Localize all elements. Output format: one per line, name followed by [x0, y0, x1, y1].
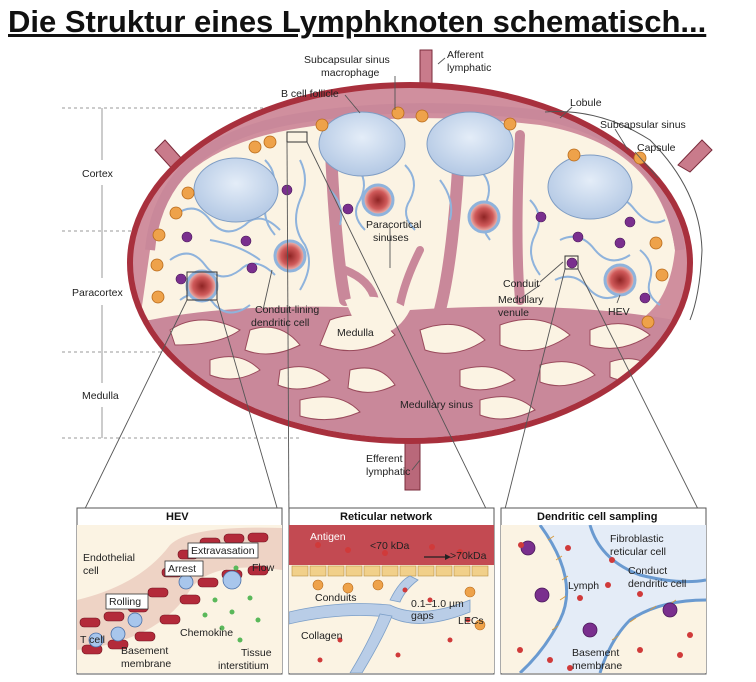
- afferent-label-1: Afferent: [447, 49, 484, 61]
- paracortical-sinuses-label-2: sinuses: [373, 232, 409, 244]
- zoom-box-dc: [564, 255, 579, 270]
- panel-dc-title: Dendritic cell sampling: [537, 511, 657, 523]
- hev-vessels: [185, 183, 637, 303]
- capsule-label: Capsule: [637, 142, 676, 154]
- subcapsular-macrophage-label-2: macrophage: [321, 67, 380, 79]
- b-cell-follicles: [193, 111, 633, 223]
- panel-hev: HEV: [76, 507, 283, 675]
- leader-lines: [76, 57, 707, 526]
- zoom-box-hev: [186, 271, 218, 301]
- dendritic-cells: [175, 184, 651, 304]
- dc-basement-label-1: Basement: [572, 647, 619, 659]
- afferent-label-2: lymphatic: [447, 62, 491, 74]
- lymph-label: Lymph: [568, 580, 599, 592]
- panel-hev-title: HEV: [166, 511, 189, 523]
- fibroblastic-label-1: Fibroblastic: [610, 533, 664, 545]
- page-title: Die Struktur eines Lymphknoten schematis…: [8, 4, 707, 39]
- medulla-zone-label: Medulla: [82, 390, 119, 402]
- hev-label: HEV: [608, 306, 630, 318]
- zoom-box-reticular: [286, 131, 308, 143]
- antigen-label: Antigen: [310, 531, 346, 543]
- lt70-label: <70 kDa: [370, 540, 410, 552]
- paracortex-label: Paracortex: [72, 287, 124, 299]
- subcapsular-macrophages: [150, 106, 669, 329]
- gt70-label: >70kDa: [450, 550, 487, 562]
- conduit-lining-label-2: dendritic cell: [251, 317, 309, 329]
- t-cell-label: T cell: [80, 634, 105, 646]
- medullary-venule-label-1: Medullary: [498, 294, 544, 306]
- panel-reticular-title: Reticular network: [340, 511, 433, 523]
- fibroblastic-label-2: reticular cell: [610, 546, 666, 558]
- lymph-node: [127, 82, 693, 444]
- flow-label: Flow: [252, 562, 275, 574]
- conduits-label: Conduits: [315, 592, 356, 604]
- tissue-label-2: interstitium: [218, 660, 269, 672]
- gaps-label-1: 0.1–1.0 µm: [411, 598, 464, 610]
- subcapsular-macrophage-label-1: Subcapsular sinus: [304, 54, 390, 66]
- lobule-bracket: [544, 111, 703, 321]
- rolling-label: Rolling: [109, 596, 141, 608]
- gaps-label-2: gaps: [411, 610, 434, 622]
- endothelial-label-1: Endothelial: [83, 552, 135, 564]
- lecs-label: LECs: [458, 615, 484, 627]
- hev-basement-label-2: membrane: [121, 658, 171, 670]
- dc-basement-label-2: membrane: [572, 660, 622, 672]
- efferent-label-1: Efferent: [366, 453, 403, 465]
- conduct-label-1: Conduct: [628, 565, 667, 577]
- panel-reticular: Reticular network: [288, 507, 495, 675]
- hev-basement-label-1: Basement: [121, 645, 168, 657]
- efferent-label-2: lymphatic: [366, 466, 410, 478]
- lobule-label: Lobule: [570, 97, 602, 109]
- panel-dc: Dendritic cell sampling: [500, 507, 707, 675]
- medullary-sinus-label: Medullary sinus: [400, 399, 473, 411]
- cortex-label: Cortex: [82, 168, 114, 180]
- subcapsular-sinus-label: Subcapsular sinus: [600, 119, 686, 131]
- collagen-label: Collagen: [301, 630, 343, 642]
- conduct-label-2: dendritic cell: [628, 578, 686, 590]
- b-cell-follicle-label: B cell follicle: [281, 88, 339, 100]
- conduit-label: Conduit: [503, 278, 539, 290]
- endothelial-label-2: cell: [83, 565, 99, 577]
- extravasation-label: Extravasation: [191, 545, 255, 557]
- arrest-label: Arrest: [168, 563, 196, 575]
- chemokine-label: Chemokine: [180, 627, 233, 639]
- tissue-label-1: Tissue: [241, 647, 272, 659]
- conduit-lining-label-1: Conduit-lining: [255, 304, 319, 316]
- medulla-center-label: Medulla: [337, 327, 374, 339]
- medullary-venule-label-2: venule: [498, 307, 529, 319]
- paracortical-sinuses-label-1: Paracortical: [366, 219, 421, 231]
